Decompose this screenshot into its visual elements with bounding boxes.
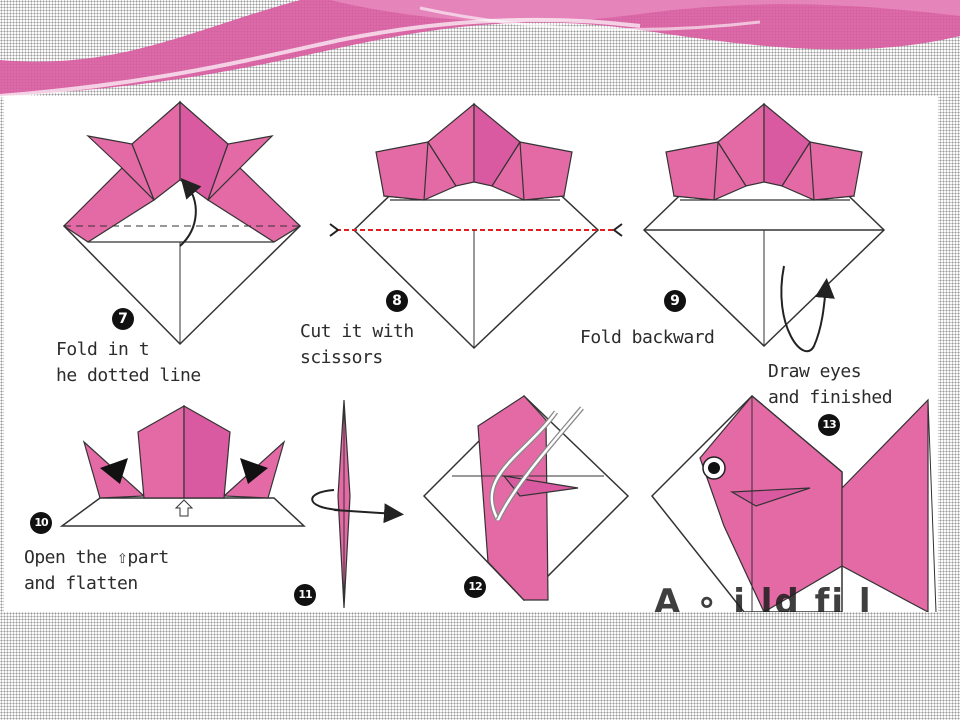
step-13-number: 13	[818, 414, 840, 436]
step-13-caption-line2: and finished	[768, 387, 893, 408]
step-9-diagram	[642, 102, 886, 353]
step-7-number: 7	[112, 308, 134, 330]
step-9-number: 9	[664, 290, 686, 312]
step-8-number: 8	[386, 290, 408, 312]
step-8-caption-line1: Cut it with	[300, 321, 414, 342]
step-13-diagram	[650, 394, 937, 612]
step-10-diagram	[59, 404, 306, 527]
step-8-caption-line2: scissors	[300, 347, 383, 368]
step-11-diagram	[311, 399, 404, 609]
watermark-text: A ∘ i ld fi l	[654, 582, 873, 612]
step-8-diagram	[329, 102, 623, 350]
instruction-panel: 7 8 9 10 11 12 13 Fold in t he dotted li…	[4, 96, 938, 612]
step-7-caption-line1: Fold in t	[56, 339, 150, 360]
step-9-caption-line1: Fold backward	[580, 327, 715, 348]
step-10-caption-line2: and flatten	[24, 573, 138, 594]
step-12-diagram	[422, 394, 630, 602]
step-7-caption-line2: he dotted line	[56, 365, 201, 386]
step-7-diagram	[62, 100, 302, 346]
step-10-number: 10	[30, 512, 52, 534]
step-10-caption-line1: Open the ⇧part	[24, 547, 169, 568]
step-11-number: 11	[294, 584, 316, 606]
step-13-caption-line1: Draw eyes	[768, 361, 862, 382]
step-12-number: 12	[464, 576, 486, 598]
origami-diagrams	[59, 100, 937, 612]
decorative-wave-band	[0, 0, 960, 98]
